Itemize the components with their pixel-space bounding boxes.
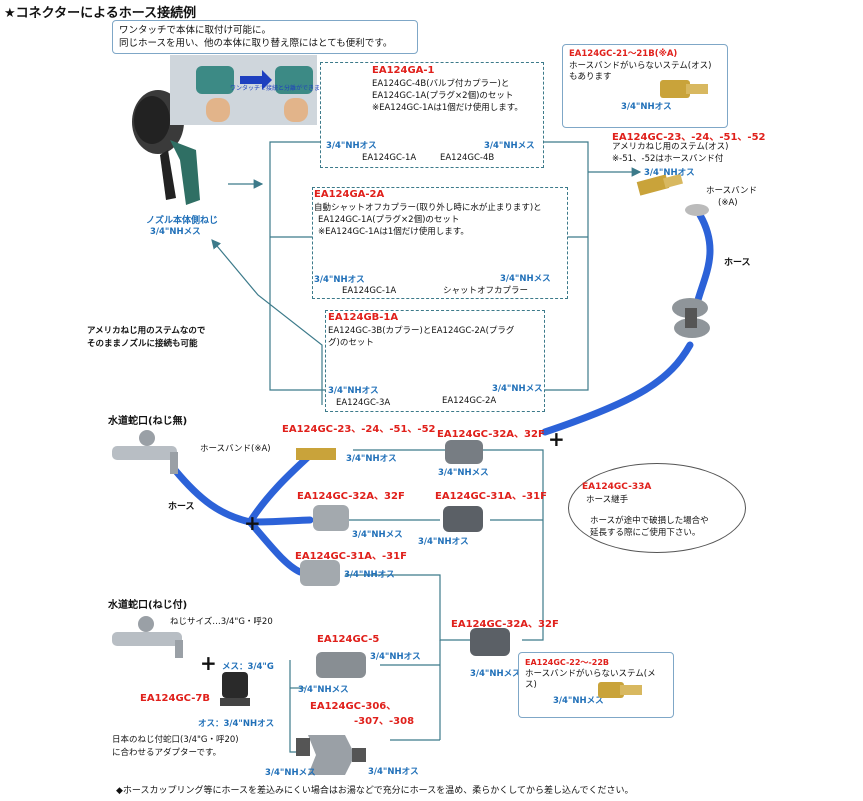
faucet-plain-icon bbox=[112, 430, 336, 474]
stem-female-line2: ス) bbox=[525, 680, 537, 690]
row2-code-left: EA124GC-32A、32F bbox=[297, 491, 405, 502]
faucet-plain-label: 水道蛇口(ねじ無) bbox=[108, 416, 188, 427]
gb1-box bbox=[325, 310, 545, 412]
ga2-right-part: シャットオフカプラー bbox=[443, 286, 529, 296]
ga1-line3: ※EA124GC-1Aは1個だけ使用します。 bbox=[372, 103, 523, 113]
plus-signs: + + + bbox=[200, 427, 565, 675]
joint-code: EA124GC-33A bbox=[582, 482, 652, 492]
ga2-code: EA124GA-2A bbox=[314, 189, 385, 200]
row2-thread-right: 3/4"NHオス bbox=[418, 537, 469, 547]
gb1-line2: グ)のセット bbox=[328, 338, 374, 348]
faucet-plain-stem-thread: 3/4"NHオス bbox=[346, 454, 397, 464]
stem-female-callout: EA124GC-22～-22B ホースバンドがいらないステム(メ ス) 3/4"… bbox=[518, 652, 674, 718]
gc306-thread-right: 3/4"NHオス bbox=[368, 767, 419, 777]
lower-32a-thread: 3/4"NHメス bbox=[470, 669, 521, 679]
faucet-plain-hose: ホース bbox=[168, 502, 195, 512]
hose-right-label: ホース bbox=[724, 258, 751, 268]
footer-note: ◆ホースカップリング等にホースを差込みにくい場合はお湯などで充分にホースを温め、… bbox=[116, 786, 634, 796]
ga2-line1: 自動シャットオフカプラー(取り外し時に水が止まります)と bbox=[314, 203, 542, 213]
adapter-note2: に合わせるアダプターです。 bbox=[112, 748, 222, 758]
ga2-left-thread: 3/4"NHオス bbox=[314, 275, 365, 285]
page-title: ★コネクターによるホース接続例 bbox=[4, 6, 197, 21]
ga1-line2: EA124GC-1A(プラグ×2個)のセット bbox=[372, 91, 514, 101]
gb1-line1: EA124GC-3B(カプラー)とEA124GC-2A(プラグ bbox=[328, 326, 515, 336]
gc5-code: EA124GC-5 bbox=[317, 634, 380, 645]
ga2-line2: EA124GC-1A(プラグ×2個)のセット bbox=[318, 215, 460, 225]
stem-female-line1: ホースバンドがいらないステム(メ bbox=[525, 669, 656, 679]
ga1-right-part: EA124GC-4B bbox=[440, 153, 495, 163]
faucet-plain-band: ホースバンド(※A) bbox=[200, 444, 271, 454]
faucet-plain-stem-code: EA124GC-23、-24、-51、-52 bbox=[282, 424, 436, 435]
stem-male-code: EA124GC-21～21B(※A) bbox=[569, 49, 678, 59]
row1-thread: 3/4"NHメス bbox=[438, 468, 489, 478]
svg-text:+: + bbox=[200, 651, 217, 675]
gb1-right-part: EA124GC-2A bbox=[442, 396, 497, 406]
stem-male-line1: ホースバンドがいらないステム(オス) bbox=[569, 61, 712, 71]
ga1-left-thread: 3/4"NHオス bbox=[326, 141, 377, 151]
top-callout-line1: ワンタッチで本体に取付け可能に。 bbox=[119, 25, 272, 36]
gc306-thread-left: 3/4"NHメス bbox=[265, 768, 316, 778]
adapter-male: オス：3/4"NHオス bbox=[198, 719, 275, 729]
ga1-line1: EA124GC-4B(バルブ付カプラー)と bbox=[372, 79, 510, 89]
photo-caption: ワンタッチで接続と分離ができます。 bbox=[230, 85, 332, 92]
adapter-note1: 日本のねじ付蛇口(3/4"G・呼20) bbox=[112, 735, 239, 745]
row2-code-right: EA124GC-31A、-31F bbox=[435, 491, 547, 502]
row3-thread: 3/4"NHオス bbox=[344, 570, 395, 580]
gb1-right-thread: 3/4"NHメス bbox=[492, 384, 543, 394]
nozzle-label: ノズル本体側ねじ bbox=[146, 216, 219, 226]
row2-thread-left: 3/4"NHメス bbox=[352, 530, 403, 540]
faucet-threaded-size: ねじサイズ…3/4"G・呼20 bbox=[170, 617, 273, 627]
ga1-box bbox=[320, 62, 544, 168]
row3-code: EA124GC-31A、-31F bbox=[295, 551, 407, 562]
hose-band-a-label: ホースバンド bbox=[706, 186, 758, 196]
joint-callout bbox=[568, 463, 746, 553]
lower-32a-code: EA124GC-32A、32F bbox=[451, 619, 559, 630]
gb1-left-thread: 3/4"NHオス bbox=[328, 386, 379, 396]
ga1-left-part: EA124GC-1A bbox=[362, 153, 417, 163]
right-hose-joint-icon bbox=[672, 298, 710, 338]
svg-text:+: + bbox=[244, 511, 261, 535]
faucet-threaded-icon bbox=[112, 616, 250, 706]
right-stem-line2: ※-51、-52はホースバンド付 bbox=[612, 154, 724, 164]
stem-female-code: EA124GC-22～-22B bbox=[525, 658, 609, 667]
stem-male-callout: EA124GC-21～21B(※A) ホースバンドがいらないステム(オス) もあ… bbox=[562, 44, 728, 128]
us-thread-note-line1: アメリカねじ用のステムなので bbox=[87, 326, 206, 336]
svg-text:+: + bbox=[548, 427, 565, 451]
ga1-right-thread: 3/4"NHメス bbox=[484, 141, 535, 151]
gb1-left-part: EA124GC-3A bbox=[336, 398, 391, 408]
ga1-code: EA124GA-1 bbox=[372, 65, 435, 76]
hoses bbox=[171, 211, 714, 576]
hose-band-a-note: (※A) bbox=[718, 198, 738, 208]
joint-name: ホース継手 bbox=[586, 495, 629, 505]
gb1-code: EA124GB-1A bbox=[328, 312, 399, 323]
stem-male-line2: もあります bbox=[569, 72, 612, 82]
adapter-code: EA124GC-7B bbox=[140, 693, 210, 704]
right-stem-line1: アメリカねじ用のステム(オス) bbox=[612, 142, 729, 152]
joint-line2: 延長する際にご使用下さい。 bbox=[590, 528, 701, 538]
gc5-thread-right: 3/4"NHオス bbox=[370, 652, 421, 662]
ga2-right-thread: 3/4"NHメス bbox=[500, 274, 551, 284]
gc306-code2: -307、-308 bbox=[354, 716, 415, 727]
ga2-left-part: EA124GC-1A bbox=[342, 286, 397, 296]
top-callout: ワンタッチで本体に取付け可能に。 同じホースを用い、他の本体に取り替え際にはとて… bbox=[112, 20, 418, 54]
photo-strip bbox=[170, 55, 317, 125]
faucet-threaded-label: 水道蛇口(ねじ付) bbox=[108, 600, 188, 611]
joint-line1: ホースが途中で破損した場合や bbox=[590, 516, 709, 526]
row1-code: EA124GC-32A、32F bbox=[437, 429, 545, 440]
right-stem-code: EA124GC-23、-24、-51、-52 bbox=[612, 132, 766, 143]
top-callout-line2: 同じホースを用い、他の本体に取り替え際にはとても便利です。 bbox=[119, 38, 393, 49]
stem-male-thread: 3/4"NHオス bbox=[621, 102, 672, 112]
right-stem-thread: 3/4"NHオス bbox=[644, 168, 695, 178]
stem-female-thread: 3/4"NHメス bbox=[553, 696, 604, 706]
right-stem-icon bbox=[636, 173, 709, 216]
adapter-female: メス：3/4"G bbox=[222, 662, 274, 672]
nozzle-thread: 3/4"NHメス bbox=[150, 227, 201, 237]
us-thread-note-line2: そのままノズルに接続も可能 bbox=[87, 339, 198, 349]
gc306-code1: EA124GC-306、 bbox=[310, 701, 397, 712]
gc5-thread-left: 3/4"NHメス bbox=[298, 685, 349, 695]
ga2-box bbox=[312, 187, 568, 299]
ga2-line3: ※EA124GC-1Aは1個だけ使用します。 bbox=[318, 227, 469, 237]
